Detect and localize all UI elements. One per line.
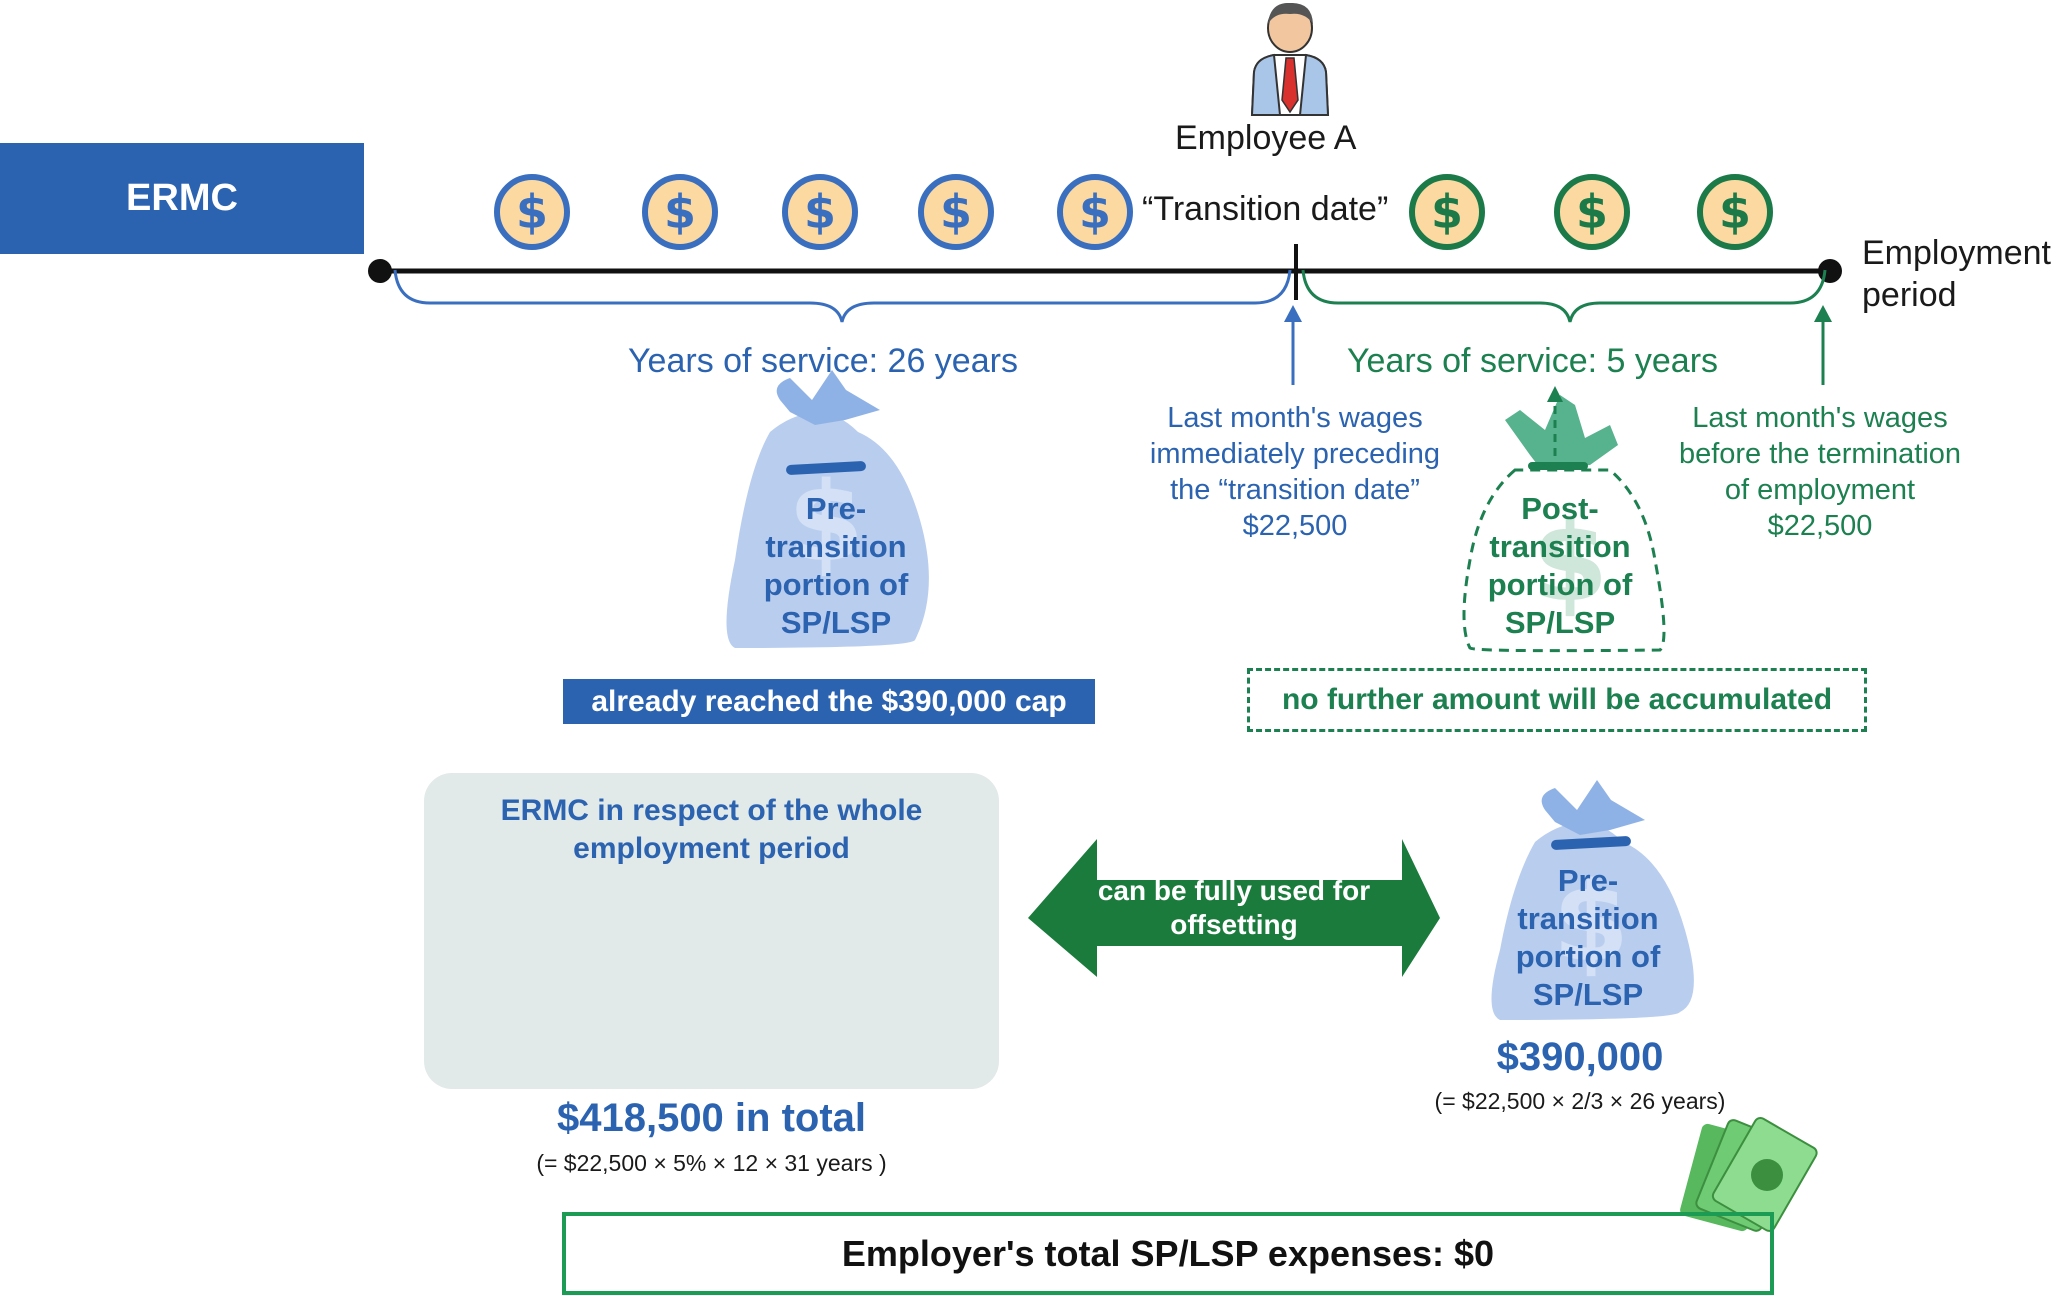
wages-pre-label: Last month's wages immediately preceding… [1149,402,1441,542]
coin-icon: $ [782,174,858,250]
bag-right-label: Pre- transition portion of SP/LSP [1515,863,1661,1012]
employer-expenses-box: Employer's total SP/LSP expenses: $0 [562,1212,1774,1295]
svg-text:$: $ [1532,498,1609,626]
employment-period-label: Employment period [1862,234,2051,314]
panel-title: ERMC in respect of the whole employment … [500,794,923,865]
ermc-whole-period-panel [424,773,999,1089]
no-accumulation-note: no further amount will be accumulated [1247,668,1867,732]
coin-icon: $ [1697,174,1773,250]
coin-icon: $ [494,174,570,250]
svg-text:$: $ [1553,858,1630,986]
timeline-end-dot [1818,259,1842,283]
timeline-start-dot [368,259,392,283]
banknotes-icon [1680,1116,1818,1232]
offset-double-arrow [1028,839,1440,977]
employee-icon [1250,2,1330,116]
coin-icon: $ [642,174,718,250]
brace-post [1301,269,1827,323]
cap-note: already reached the $390,000 cap [563,679,1095,724]
money-bag-right-icon: $ [1491,780,1694,1020]
money-bag-pre-icon: $ [726,370,929,648]
bag-post-label: Post- transition portion of SP/LSP [1487,491,1633,640]
ermc-label: ERMC [0,143,364,254]
coin-icon: $ [1057,174,1133,250]
years-of-service-post: Years of service: 5 years [1347,342,1719,380]
money-bag-post-icon: $ [1462,386,1666,653]
sp-amount: $390,000 [1496,1035,1664,1079]
years-of-service-pre: Years of service: 26 years [628,342,1018,380]
sp-formula: (= $22,500 × 2/3 × 26 years) [1434,1088,1726,1114]
bag-pre-label: Pre- transition portion of SP/LSP [763,491,909,640]
wages-post-label: Last month's wages before the terminatio… [1678,402,1962,542]
offset-arrow-label: can be fully used for offsetting [1097,875,1371,940]
arrow-up-post [1814,305,1832,385]
transition-date-label: “Transition date” [1142,190,1389,228]
coin-icon: $ [1554,174,1630,250]
svg-text:$: $ [788,458,865,586]
coin-icon: $ [1409,174,1485,250]
total-ermc: $418,500 in total [556,1096,867,1140]
arrow-up-pre [1284,305,1302,385]
total-ermc-formula: (= $22,500 × 5% × 12 × 31 years ) [536,1150,887,1176]
brace-pre [393,269,1292,323]
coin-icon: $ [918,174,994,250]
employee-label: Employee A [1175,119,1357,157]
